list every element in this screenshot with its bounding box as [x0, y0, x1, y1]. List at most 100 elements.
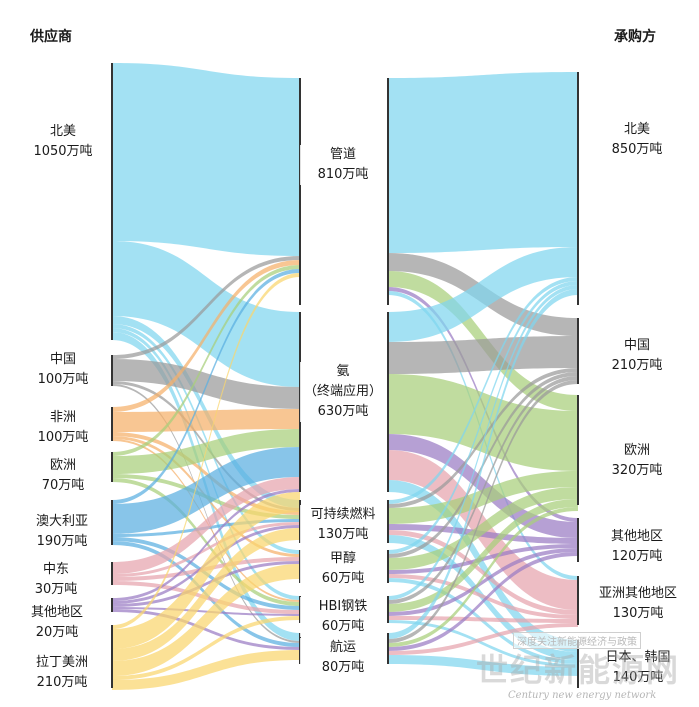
flow-s_eu-m_hbi	[112, 478, 300, 606]
flow-m_ship-o_ot	[388, 552, 578, 651]
flow-m_saf-o_as	[388, 530, 578, 615]
flow-s_la-m_ship	[112, 650, 300, 690]
node-bar-o_jk	[577, 640, 579, 688]
node-bar-o_na	[577, 72, 579, 305]
flow-s_ot-m_ship	[112, 609, 300, 650]
flow-s_cn-m_ship	[112, 384, 300, 643]
flow-s_au-m_nh3	[112, 447, 300, 534]
flow-m_nh3-o_jk	[388, 480, 578, 652]
node-bar-o_ot	[577, 518, 579, 562]
flow-m_hbi-o_na	[388, 285, 578, 600]
node-bar-o_cn	[577, 318, 579, 384]
flow-s_au-m_pipe	[112, 269, 300, 504]
channel-label-ammonia: 氨（终端应用）630万吨	[300, 362, 386, 422]
node-bar-o_as	[577, 576, 579, 625]
flow-m_ship-o_eu	[388, 507, 578, 647]
flows-supplier-to-channel	[112, 63, 300, 690]
flow-s_ot-m_meoh	[112, 561, 300, 607]
flow-m_saf-o_cn	[388, 368, 578, 508]
node-bar-o_eu	[577, 395, 579, 505]
flow-m_saf-o_eu	[388, 471, 578, 524]
flow-m_ship-o_jk	[388, 655, 578, 676]
flow-s_ot-m_hbi	[112, 607, 300, 616]
flow-s_la-m_hbi	[112, 616, 300, 680]
node-bar-s_au	[111, 500, 113, 545]
watermark-logo-text: 世纪新能源网	[476, 651, 681, 689]
supplier-header: 供应商	[30, 29, 72, 45]
node-bar-s_cn	[111, 355, 113, 386]
flow-m_nh3-o_ot	[388, 434, 578, 538]
flow-s_la-m_pipe	[112, 273, 300, 629]
node-bar-s_la	[111, 625, 113, 688]
flow-m_ship-o_cn	[388, 380, 578, 643]
node-bar-s_eu	[111, 452, 113, 482]
node-bar-out-m_nh3	[387, 312, 389, 492]
flow-s_me-m_nh3	[112, 477, 300, 574]
node-bar-out-m_ship	[387, 633, 389, 664]
flow-m_ship-o_na	[388, 289, 578, 639]
flow-s_cn-m_pipe	[112, 256, 300, 359]
flow-m_ship-o_as	[388, 623, 578, 655]
node-bar-s_af	[111, 407, 113, 441]
flow-m_saf-o_na	[388, 277, 578, 504]
flow-m_hbi-o_eu	[388, 499, 578, 612]
node-bar-out-m_pipe	[387, 78, 389, 305]
flow-m_hbi-o_jk	[388, 620, 578, 667]
flow-s_la-m_saf	[112, 528, 300, 661]
flow-m_meoh-o_eu	[388, 487, 578, 570]
flow-m_meoh-o_na	[388, 281, 578, 554]
flow-s_na-m_nh3	[112, 241, 300, 387]
node-bar-s_ot	[111, 598, 113, 612]
offtaker-header: 承购方	[614, 29, 656, 45]
flow-m_nh3-o_na	[388, 247, 578, 342]
flow-s_la-m_nh3	[112, 492, 300, 649]
flow-s_eu-m_pipe	[112, 265, 300, 456]
flow-m_nh3-o_cn	[388, 336, 578, 374]
flow-m_meoh-o_as	[388, 574, 578, 619]
watermark-english: Century new energy network	[508, 690, 657, 701]
flow-m_nh3-o_eu	[388, 374, 578, 471]
flow-m_hbi-o_ot	[388, 548, 578, 616]
node-bar-s_me	[111, 562, 113, 585]
flows-channel-to-offtaker	[388, 72, 578, 676]
flow-s_af-m_nh3	[112, 409, 300, 432]
watermark-slogan: 深度关注新能源经济与政策	[513, 632, 641, 649]
node-bar-in-m_pipe	[299, 78, 301, 305]
flow-s_me-m_saf	[112, 522, 300, 577]
flow-s_af-m_saf	[112, 432, 300, 515]
node-bar-out-m_hbi	[387, 596, 389, 623]
flow-s_af-m_pipe	[112, 260, 300, 412]
node-bar-s_na	[111, 63, 113, 340]
flow-s_ot-m_nh3	[112, 489, 300, 601]
flow-m_pipe-o_na	[388, 72, 578, 253]
node-bar-out-m_saf	[387, 500, 389, 543]
flow-s_na-m_meoh	[112, 324, 300, 554]
flow-s_la-m_meoh	[112, 564, 300, 676]
flow-s_cn-m_nh3	[112, 359, 300, 409]
flow-s_na-m_hbi	[112, 328, 300, 600]
flow-s_na-m_pipe	[112, 63, 300, 256]
flow-m_hbi-o_cn	[388, 376, 578, 604]
node-bar-out-m_meoh	[387, 550, 389, 583]
flow-m_hbi-o_as	[388, 616, 578, 623]
